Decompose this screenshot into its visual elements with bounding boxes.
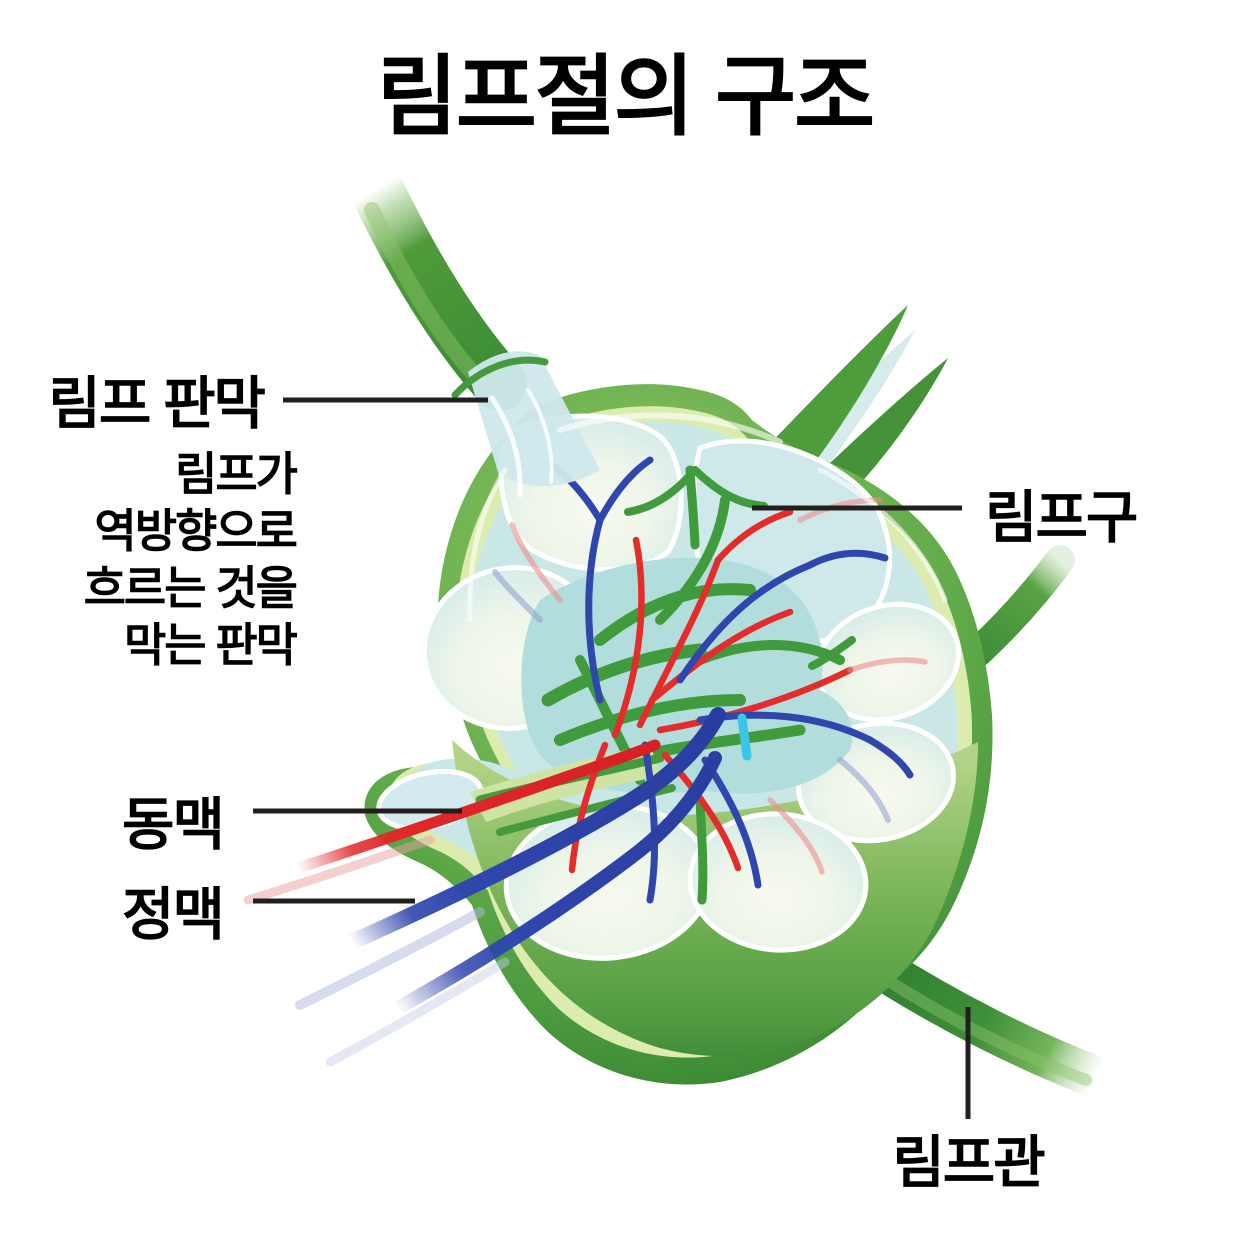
label-lymph-valve-description: 림프가 역방향으로 흐르는 것을 막는 판막	[0, 446, 298, 674]
label-lymph-valve: 림프 판막	[48, 372, 266, 436]
afferent-lymph-vessel	[353, 169, 527, 411]
label-lymphocyte: 림프구	[985, 486, 1138, 550]
valve-description-line: 역방향으로	[94, 505, 298, 557]
internal-artery-twigs	[509, 497, 928, 875]
lymph-valve-structure	[451, 351, 600, 498]
lymph-node-body	[364, 351, 993, 1085]
label-vein: 정맥	[122, 883, 225, 947]
internal-vein-twigs	[492, 569, 891, 823]
label-artery: 동맥	[122, 793, 225, 857]
efferent-lymph-vessel	[847, 939, 1119, 1099]
page-title: 림프절의 구조	[376, 47, 875, 146]
cyan-sinus-accent	[737, 713, 752, 761]
valve-description-line: 림프가	[175, 448, 298, 500]
internal-vein-branches	[548, 456, 914, 904]
vein-vessel	[295, 707, 726, 1067]
valve-description-line: 흐르는 것을	[83, 562, 298, 614]
label-lymphatic-vessel: 림프관	[892, 1131, 1045, 1195]
right-branch-vessel	[963, 545, 1075, 667]
artery-vessel	[243, 739, 661, 905]
subcapsular-highlights	[467, 412, 948, 623]
valve-description-line: 막는 판막	[123, 619, 298, 671]
